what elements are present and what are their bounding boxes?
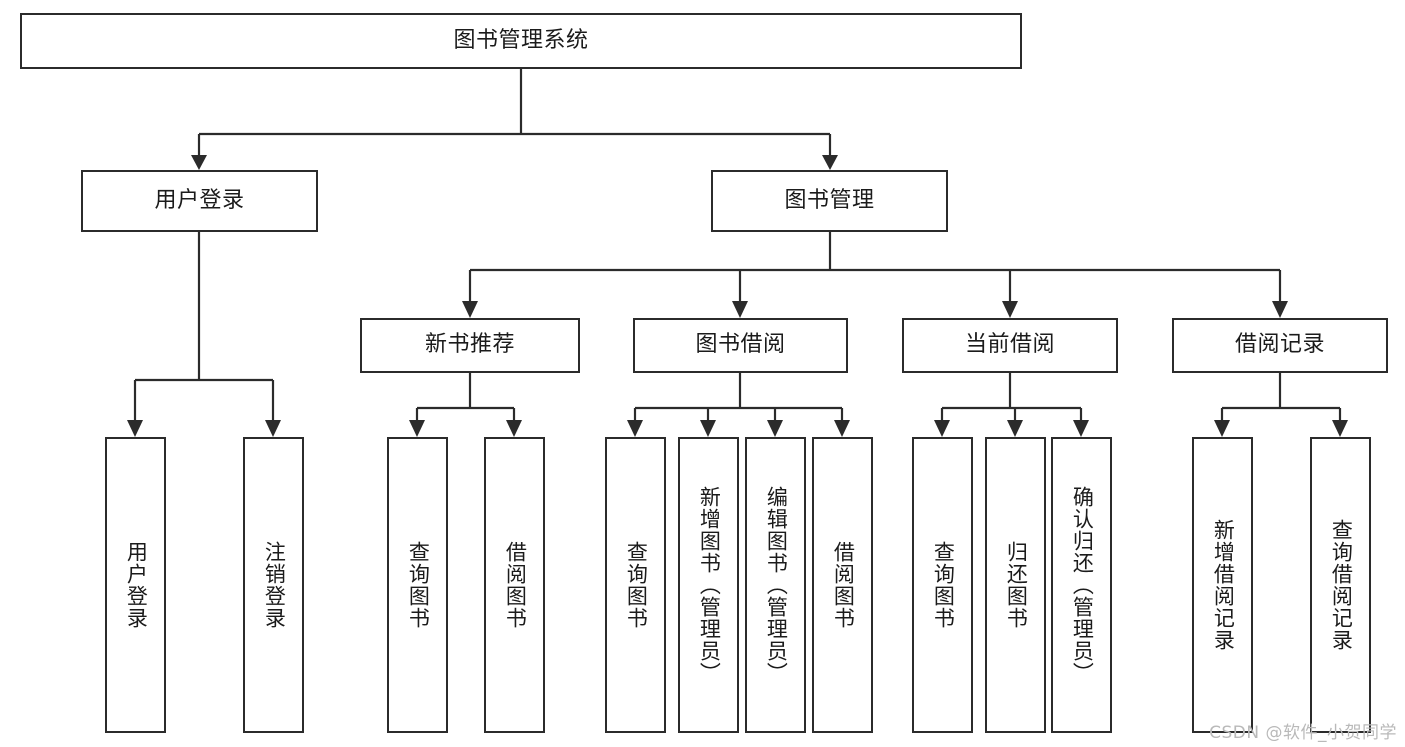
node-label: 图书管理系统 xyxy=(453,27,589,53)
node-leaf-borrow-book-1[interactable]: 借阅图书 xyxy=(484,437,545,733)
node-leaf-edit-book[interactable]: 编辑图书（管理员） xyxy=(745,437,806,733)
arrowhead-book-manage xyxy=(822,155,838,170)
arrowhead-new-book-recommend xyxy=(462,301,478,318)
node-leaf-query-book-2[interactable]: 查询图书 xyxy=(605,437,666,733)
node-label: 新增借阅记录 xyxy=(1211,519,1236,651)
node-label: 编辑图书（管理员） xyxy=(764,486,789,684)
node-root-system[interactable]: 图书管理系统 xyxy=(20,13,1022,69)
node-leaf-add-record[interactable]: 新增借阅记录 xyxy=(1192,437,1253,733)
node-label: 查询借阅记录 xyxy=(1329,519,1354,651)
node-label: 新书推荐 xyxy=(424,332,515,358)
node-label: 确认归还（管理员） xyxy=(1070,486,1095,684)
node-label: 借阅图书 xyxy=(831,541,856,629)
arrowhead-leaf-add-record xyxy=(1214,420,1230,437)
node-label: 查询图书 xyxy=(406,541,431,629)
node-leaf-confirm-return[interactable]: 确认归还（管理员） xyxy=(1051,437,1112,733)
node-book-manage[interactable]: 图书管理 xyxy=(711,170,948,232)
node-user-login[interactable]: 用户登录 xyxy=(81,170,318,232)
arrowhead-book-borrow xyxy=(732,301,748,318)
node-label: 归还图书 xyxy=(1004,541,1029,629)
arrowhead-leaf-query-book-2 xyxy=(627,420,643,437)
arrowhead-leaf-edit-book xyxy=(767,420,783,437)
arrowhead-leaf-borrow-book-2 xyxy=(834,420,850,437)
node-label: 图书借阅 xyxy=(695,332,786,358)
node-label: 查询图书 xyxy=(624,541,649,629)
node-leaf-return-book[interactable]: 归还图书 xyxy=(985,437,1046,733)
node-label: 用户登录 xyxy=(154,187,245,213)
arrowhead-leaf-query-record xyxy=(1332,420,1348,437)
node-new-book-recommend[interactable]: 新书推荐 xyxy=(360,318,580,373)
node-current-borrow[interactable]: 当前借阅 xyxy=(902,318,1118,373)
node-book-borrow[interactable]: 图书借阅 xyxy=(633,318,848,373)
node-leaf-query-record[interactable]: 查询借阅记录 xyxy=(1310,437,1371,733)
node-label: 图书管理 xyxy=(784,187,875,213)
node-label: 用户登录 xyxy=(124,541,149,629)
node-borrow-record[interactable]: 借阅记录 xyxy=(1172,318,1388,373)
node-leaf-query-book-3[interactable]: 查询图书 xyxy=(912,437,973,733)
node-leaf-query-book-1[interactable]: 查询图书 xyxy=(387,437,448,733)
node-label: 查询图书 xyxy=(931,541,956,629)
arrowhead-leaf-return-book xyxy=(1007,420,1023,437)
arrowhead-current-borrow xyxy=(1002,301,1018,318)
node-leaf-borrow-book-2[interactable]: 借阅图书 xyxy=(812,437,873,733)
arrowhead-user-login xyxy=(191,155,207,170)
node-label: 当前借阅 xyxy=(964,332,1055,358)
arrowhead-borrow-record xyxy=(1272,301,1288,318)
watermark: CSDN @软件_小贺同学 xyxy=(1209,723,1397,743)
arrowhead-leaf-add-book xyxy=(700,420,716,437)
node-label: 注销登录 xyxy=(262,541,287,629)
node-label: 新增图书（管理员） xyxy=(697,486,722,684)
arrowhead-leaf-query-book-3 xyxy=(934,420,950,437)
node-leaf-user-login[interactable]: 用户登录 xyxy=(105,437,166,733)
arrowhead-leaf-logout xyxy=(265,420,281,437)
node-leaf-add-book[interactable]: 新增图书（管理员） xyxy=(678,437,739,733)
node-label: 借阅记录 xyxy=(1234,332,1325,358)
arrowhead-leaf-user-login xyxy=(127,420,143,437)
arrowhead-leaf-confirm-return xyxy=(1073,420,1089,437)
arrowhead-leaf-query-book-1 xyxy=(409,420,425,437)
arrowhead-leaf-borrow-book-1 xyxy=(506,420,522,437)
node-label: 借阅图书 xyxy=(503,541,528,629)
node-leaf-logout[interactable]: 注销登录 xyxy=(243,437,304,733)
